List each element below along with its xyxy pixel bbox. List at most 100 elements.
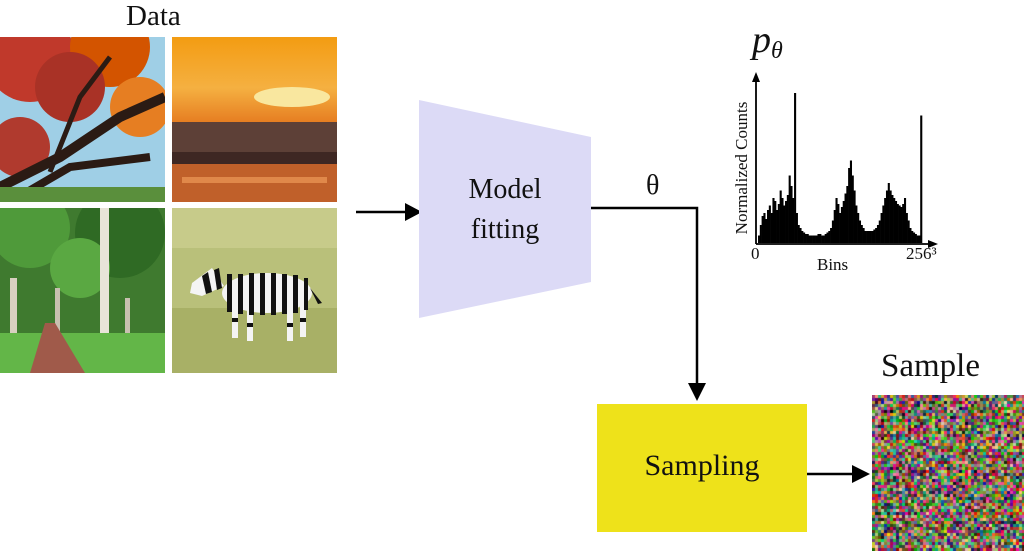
histogram-bar bbox=[772, 198, 775, 243]
histogram-bar bbox=[916, 235, 919, 243]
histogram-bar bbox=[758, 235, 761, 243]
histogram-y-label: Normalized Counts bbox=[732, 101, 751, 235]
histogram-bar bbox=[826, 232, 829, 243]
histogram-bar bbox=[862, 228, 865, 243]
histogram-bar bbox=[907, 220, 910, 243]
histogram-bar bbox=[812, 235, 815, 243]
histogram-bar bbox=[876, 225, 880, 243]
model-label-line1: Model bbox=[468, 174, 542, 205]
histogram-bar bbox=[790, 186, 793, 243]
histogram-bar bbox=[806, 234, 809, 243]
histogram-bar bbox=[777, 204, 780, 243]
histogram-bar bbox=[767, 210, 770, 243]
histogram-bar bbox=[774, 201, 777, 243]
histogram-bar bbox=[860, 225, 863, 243]
data-to-model-arrowhead bbox=[405, 203, 422, 221]
histogram-bar bbox=[905, 213, 908, 243]
histogram-bar bbox=[781, 198, 784, 243]
histogram-bar bbox=[912, 232, 916, 243]
histogram-bars bbox=[758, 93, 923, 243]
histogram-bar bbox=[920, 115, 923, 243]
histogram-bar bbox=[866, 231, 869, 243]
histogram-bar bbox=[853, 190, 856, 243]
histogram-bar bbox=[885, 190, 889, 243]
histogram-bar bbox=[817, 234, 820, 243]
distribution-symbol: p bbox=[752, 19, 771, 61]
histogram-bar bbox=[846, 186, 849, 243]
histogram-bar bbox=[804, 234, 807, 243]
histogram-bar bbox=[882, 205, 885, 243]
histogram-bar bbox=[801, 231, 804, 243]
histogram-bar bbox=[849, 160, 853, 243]
histogram-bar bbox=[840, 207, 843, 243]
histogram-bar bbox=[808, 235, 811, 243]
histogram-bar bbox=[779, 190, 782, 243]
histogram-bar bbox=[788, 175, 791, 243]
forest-path-image bbox=[0, 208, 165, 373]
distribution-subscript: θ bbox=[771, 38, 783, 64]
histogram-bar bbox=[900, 207, 903, 243]
histogram-bar bbox=[797, 225, 800, 243]
histogram-tick-end: 256³ bbox=[906, 244, 937, 263]
histogram-bar bbox=[824, 234, 827, 243]
histogram-bar bbox=[842, 201, 845, 243]
model-fitting-block bbox=[419, 100, 591, 318]
histogram-bar bbox=[864, 231, 867, 243]
histogram-bar bbox=[848, 168, 851, 243]
histogram-bar bbox=[813, 235, 816, 243]
histogram-bar bbox=[858, 220, 862, 243]
histogram-bar bbox=[776, 210, 779, 243]
sampling-block bbox=[597, 404, 807, 532]
autumn-tree-image bbox=[0, 37, 165, 202]
histogram-bar bbox=[765, 219, 768, 243]
histogram-bar bbox=[889, 190, 892, 243]
histogram-bar bbox=[896, 204, 899, 243]
histogram-bar bbox=[914, 234, 917, 243]
histogram-bar bbox=[763, 213, 766, 243]
model-label-line2: fitting bbox=[470, 214, 540, 245]
histogram-bar bbox=[819, 234, 822, 243]
histogram-bar bbox=[810, 235, 813, 243]
histogram-bar bbox=[785, 201, 788, 243]
histogram-bar bbox=[783, 205, 786, 243]
histogram-bar bbox=[884, 198, 887, 243]
histogram-bar bbox=[761, 216, 764, 243]
sampling-to-sample-arrowhead bbox=[852, 465, 870, 483]
sample-noise-image bbox=[872, 395, 1024, 551]
histogram-bar bbox=[770, 213, 773, 243]
histogram-bar bbox=[909, 228, 912, 243]
histogram-bar bbox=[815, 235, 818, 243]
zebra-savanna-image bbox=[172, 208, 337, 373]
histogram-bar bbox=[867, 231, 871, 243]
sunset-beach-image bbox=[172, 37, 337, 202]
histogram-bar bbox=[833, 210, 836, 243]
histogram-bar bbox=[869, 231, 872, 243]
histogram-bar bbox=[902, 204, 905, 243]
histogram-bar bbox=[873, 229, 876, 243]
histogram-bar bbox=[851, 175, 854, 243]
histogram-bar bbox=[893, 198, 896, 243]
histogram-tick-start: 0 bbox=[751, 244, 760, 263]
histogram-bar bbox=[880, 213, 883, 243]
histogram-bar bbox=[792, 198, 795, 243]
histogram-bar bbox=[875, 228, 878, 243]
distribution-label: pθ bbox=[752, 18, 783, 65]
histogram-bar bbox=[878, 220, 881, 243]
histogram-bar bbox=[857, 213, 860, 243]
histogram-bar bbox=[821, 235, 824, 243]
histogram-bar bbox=[799, 228, 802, 243]
sample-title: Sample bbox=[881, 348, 980, 384]
histogram-bar bbox=[855, 205, 858, 243]
histogram-x-label: Bins bbox=[817, 255, 849, 274]
histogram-bar bbox=[768, 205, 771, 243]
histogram-bar bbox=[794, 93, 797, 243]
histogram-bar bbox=[795, 213, 798, 243]
histogram-bar bbox=[871, 231, 874, 243]
sampling-label: Sampling bbox=[644, 449, 760, 482]
histogram-bar bbox=[918, 235, 921, 243]
histogram-bar bbox=[759, 225, 762, 243]
histogram-y-arrowhead bbox=[752, 72, 760, 82]
data-title: Data bbox=[126, 0, 181, 32]
histogram-bar bbox=[828, 231, 831, 243]
